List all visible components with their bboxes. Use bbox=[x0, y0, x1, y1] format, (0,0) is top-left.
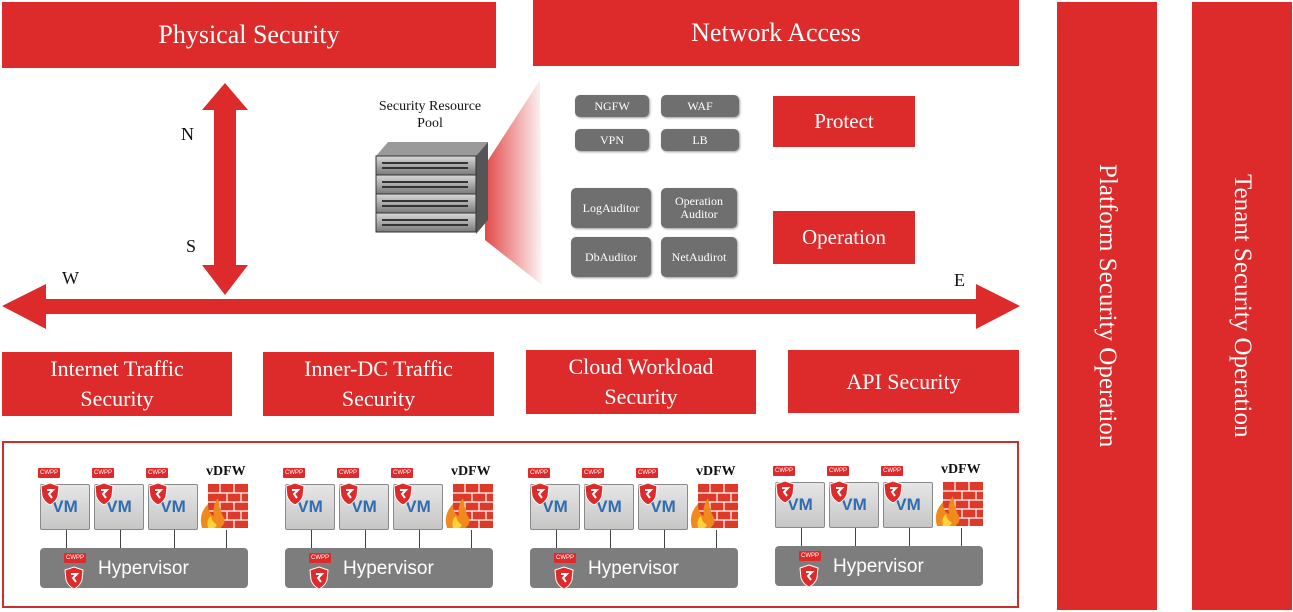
vm-instance: VM bbox=[829, 482, 879, 528]
firewall-connector bbox=[961, 528, 962, 546]
lb-module: LB bbox=[661, 129, 739, 151]
vm-connector bbox=[174, 530, 175, 548]
hypervisor-cwpp-shield-icon bbox=[799, 564, 819, 588]
vm-connector bbox=[610, 530, 611, 548]
hypervisor-cwpp-shield-icon bbox=[554, 566, 574, 590]
hypervisor-label: Hypervisor bbox=[98, 558, 189, 579]
cwpp-shield-icon bbox=[285, 482, 305, 506]
platform-security-operation-banner: Platform Security Operation bbox=[1057, 2, 1157, 610]
hypervisor-cwpp-tag: CWPP bbox=[309, 553, 331, 563]
cwpp-shield-icon bbox=[584, 482, 604, 506]
internet-traffic-security-box: Internet Traffic Security bbox=[2, 352, 232, 416]
hypervisor-cwpp-tag: CWPP bbox=[799, 551, 821, 561]
vdfw-label: vDFW bbox=[941, 462, 981, 477]
hypervisor-cwpp-tag: CWPP bbox=[554, 553, 576, 563]
net-auditor-module: NetAudirot bbox=[661, 237, 737, 277]
vpn-module: VPN bbox=[575, 129, 649, 151]
firewall-icon bbox=[935, 482, 983, 526]
direction-arrows bbox=[2, 83, 1020, 329]
cwpp-tag: CWPP bbox=[827, 466, 849, 476]
firewall-connector bbox=[471, 530, 472, 548]
firewall-icon bbox=[200, 484, 248, 528]
cwpp-tag: CWPP bbox=[636, 468, 658, 478]
operation-label: Operation bbox=[773, 211, 915, 264]
cwpp-shield-icon bbox=[94, 482, 114, 506]
log-auditor-module: LogAuditor bbox=[571, 188, 651, 228]
vm-connector bbox=[365, 530, 366, 548]
vdfw-label: vDFW bbox=[206, 464, 246, 479]
direction-north: N bbox=[181, 124, 194, 144]
hypervisor-cwpp-shield-icon bbox=[64, 566, 84, 590]
cwpp-shield-icon bbox=[148, 482, 168, 506]
cwpp-tag: CWPP bbox=[582, 468, 604, 478]
host-environment-container bbox=[2, 441, 1019, 608]
vm-instance: VM bbox=[148, 484, 198, 530]
cwpp-tag: CWPP bbox=[528, 468, 550, 478]
resource-pool-label: Security Resource Pool bbox=[378, 99, 482, 131]
cwpp-shield-icon bbox=[393, 482, 413, 506]
cwpp-shield-icon bbox=[829, 480, 849, 504]
vdfw-label: vDFW bbox=[696, 464, 736, 479]
direction-west: W bbox=[62, 268, 79, 288]
vm-connector bbox=[855, 528, 856, 546]
cwpp-shield-icon bbox=[530, 482, 550, 506]
vm-connector bbox=[120, 530, 121, 548]
cwpp-shield-icon bbox=[40, 482, 60, 506]
cwpp-shield-icon bbox=[638, 482, 658, 506]
vm-connector bbox=[311, 530, 312, 548]
cloud-workload-security-box: Cloud Workload Security bbox=[526, 350, 756, 414]
physical-security-banner: Physical Security bbox=[2, 2, 496, 68]
vm-connector bbox=[556, 530, 557, 548]
platform-security-operation-label: Platform Security Operation bbox=[1094, 164, 1121, 448]
cwpp-tag: CWPP bbox=[38, 468, 60, 478]
west-east-arrow bbox=[2, 284, 1020, 329]
firewall-connector bbox=[716, 530, 717, 548]
cwpp-shield-icon bbox=[775, 480, 795, 504]
cwpp-shield-icon bbox=[339, 482, 359, 506]
firewall-connector bbox=[226, 530, 227, 548]
tenant-security-operation-label: Tenant Security Operation bbox=[1229, 174, 1256, 438]
tenant-security-operation-banner: Tenant Security Operation bbox=[1192, 2, 1292, 610]
hypervisor-label: Hypervisor bbox=[833, 556, 924, 577]
north-south-arrow bbox=[202, 83, 248, 295]
cwpp-tag: CWPP bbox=[92, 468, 114, 478]
cwpp-tag: CWPP bbox=[337, 468, 359, 478]
cwpp-tag: CWPP bbox=[283, 468, 305, 478]
operation-auditor-module: Operation Auditor bbox=[661, 188, 737, 228]
firewall-icon bbox=[445, 484, 493, 528]
inner-dc-traffic-security-box: Inner-DC Traffic Security bbox=[263, 352, 494, 416]
firewall-icon bbox=[690, 484, 738, 528]
cwpp-tag: CWPP bbox=[881, 466, 903, 476]
direction-east: E bbox=[954, 270, 965, 290]
vm-connector bbox=[801, 528, 802, 546]
ngfw-module: NGFW bbox=[575, 95, 649, 117]
db-auditor-module: DbAuditor bbox=[571, 237, 651, 277]
vm-connector bbox=[419, 530, 420, 548]
vdfw-label: vDFW bbox=[451, 464, 491, 479]
vm-connector bbox=[664, 530, 665, 548]
hypervisor-label: Hypervisor bbox=[343, 558, 434, 579]
protect-label: Protect bbox=[773, 96, 915, 147]
direction-south: S bbox=[186, 236, 197, 256]
api-security-box: API Security bbox=[788, 350, 1019, 413]
vm-connector bbox=[909, 528, 910, 546]
vm-connector bbox=[66, 530, 67, 548]
waf-module: WAF bbox=[661, 95, 739, 117]
cwpp-tag: CWPP bbox=[391, 468, 413, 478]
cwpp-tag: CWPP bbox=[773, 466, 795, 476]
server-rack-icon bbox=[375, 80, 542, 285]
network-access-banner: Network Access bbox=[533, 0, 1019, 66]
hypervisor-label: Hypervisor bbox=[588, 558, 679, 579]
vm-instance: VM bbox=[40, 484, 90, 530]
cwpp-tag: CWPP bbox=[146, 468, 168, 478]
hypervisor-cwpp-shield-icon bbox=[309, 566, 329, 590]
cwpp-shield-icon bbox=[883, 480, 903, 504]
hypervisor-cwpp-tag: CWPP bbox=[64, 553, 86, 563]
